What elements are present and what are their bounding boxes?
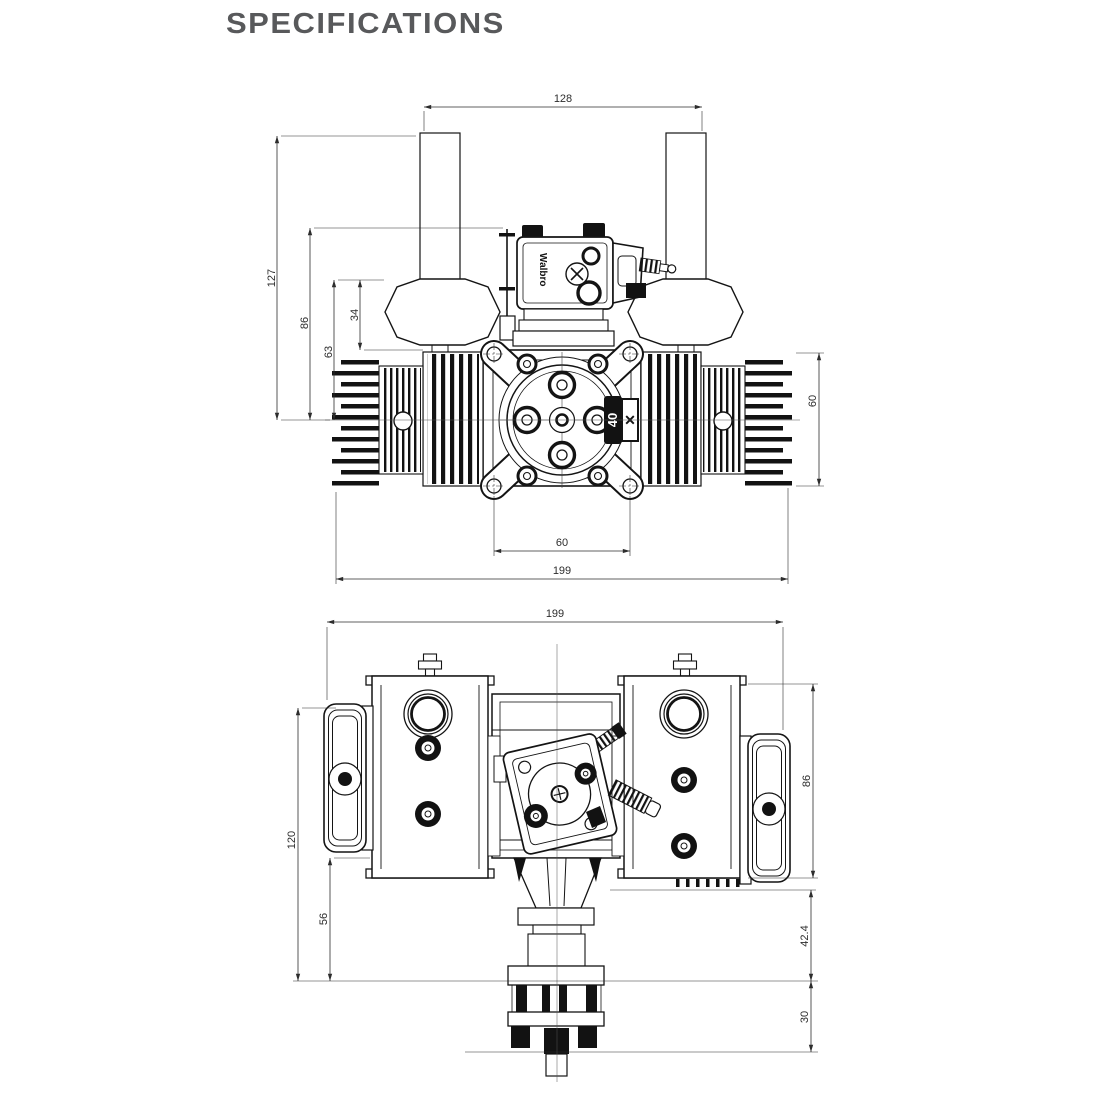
choke-spring bbox=[638, 257, 677, 275]
svg-text:86: 86 bbox=[801, 775, 813, 787]
carburetor-top bbox=[502, 722, 662, 855]
muffler-left-top bbox=[323, 703, 367, 853]
dim-cylinder-depth: 86 bbox=[748, 683, 818, 879]
rear-case-and-hub bbox=[507, 857, 605, 1077]
cylinder-right-front bbox=[640, 351, 792, 487]
top-view-drawing: 199 120 56 86 42.4 30 bbox=[286, 608, 818, 1082]
dim-overall-depth: 120 bbox=[286, 707, 336, 981]
svg-text:60: 60 bbox=[807, 395, 819, 407]
fin-ticks bbox=[676, 879, 740, 887]
carb-brand-label: Walbro bbox=[537, 253, 548, 287]
dim-top-width: 128 bbox=[423, 93, 703, 131]
svg-text:199: 199 bbox=[553, 565, 571, 577]
svg-text:60: 60 bbox=[556, 537, 568, 549]
cylinder-left-front bbox=[332, 351, 484, 487]
dim-overall-height: 127 bbox=[266, 135, 416, 421]
dim-mount-spacing: 60 bbox=[493, 496, 631, 556]
svg-text:56: 56 bbox=[318, 913, 330, 925]
page-title: SPECIFICATIONS bbox=[226, 7, 505, 40]
muffler-left-front bbox=[419, 132, 461, 286]
dim-mid-depth: 42.4 bbox=[610, 889, 816, 981]
svg-text:120: 120 bbox=[286, 831, 298, 849]
svg-text:34: 34 bbox=[349, 309, 361, 321]
muffler-right-front bbox=[665, 132, 707, 286]
carb-cap-left bbox=[522, 225, 543, 239]
cylinder-head-right-top bbox=[617, 675, 747, 887]
spark-plug-left bbox=[417, 653, 443, 677]
svg-text:127: 127 bbox=[266, 269, 278, 287]
dim-rear-depth: 56 bbox=[318, 857, 370, 981]
svg-text:128: 128 bbox=[554, 93, 572, 105]
dim-carb-height: 86 bbox=[299, 227, 503, 420]
dim-cylinder-height: 60 bbox=[796, 352, 824, 487]
spark-plug-right bbox=[672, 653, 698, 677]
svg-text:63: 63 bbox=[323, 346, 335, 358]
svg-text:199: 199 bbox=[546, 608, 564, 620]
cylinder-head-left-top bbox=[365, 675, 495, 879]
dim-overall-width-top: 199 bbox=[326, 608, 784, 730]
svg-text:30: 30 bbox=[799, 1011, 811, 1023]
svg-text:86: 86 bbox=[299, 317, 311, 329]
exhaust-flange-left bbox=[384, 278, 501, 346]
svg-text:42.4: 42.4 bbox=[799, 925, 811, 946]
dim-head-height: 34 bbox=[349, 280, 423, 351]
dim-hub-depth: 30 bbox=[799, 981, 814, 1052]
muffler-right-top bbox=[747, 733, 791, 883]
front-view-drawing: Walbro bbox=[266, 93, 824, 584]
carburetor-front: Walbro bbox=[499, 223, 677, 347]
carb-cap-right bbox=[583, 223, 605, 238]
dim-overall-width-front: 199 bbox=[335, 488, 789, 584]
